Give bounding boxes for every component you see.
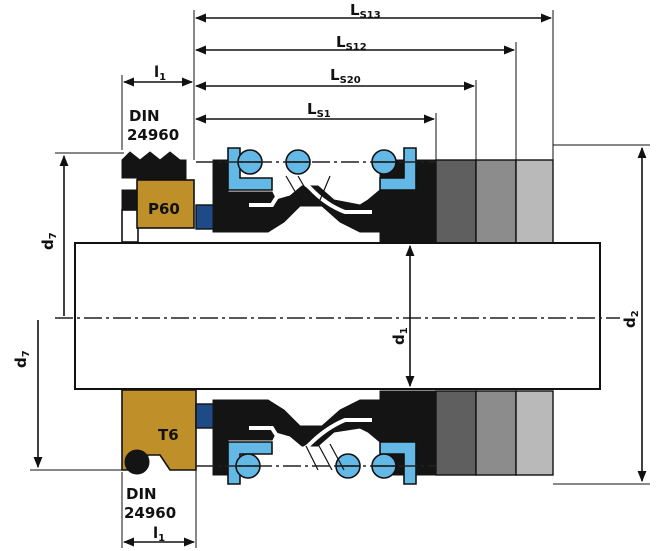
label-p60: P60 bbox=[148, 200, 180, 218]
p60-ring bbox=[136, 179, 195, 229]
label-d1: d1 bbox=[390, 327, 410, 345]
label-ls1: LS1 bbox=[307, 100, 331, 120]
label-din-top-line2: 24960 bbox=[127, 126, 179, 144]
label-din-top-line1: DIN bbox=[129, 107, 160, 125]
label-l1-top: l1 bbox=[154, 63, 166, 83]
label-ls20: LS20 bbox=[330, 66, 361, 86]
upper-seal-assembly: P60 bbox=[121, 147, 437, 245]
seat-rings bbox=[435, 159, 554, 476]
label-d7-bottom: d7 bbox=[12, 350, 32, 368]
label-ls12: LS12 bbox=[336, 33, 367, 53]
label-t6: T6 bbox=[158, 426, 179, 444]
lower-seal-assembly: T6 bbox=[121, 389, 437, 485]
label-l1-bottom: l1 bbox=[153, 524, 165, 544]
label-d2: d2 bbox=[621, 310, 641, 328]
label-din-bottom-line1: DIN bbox=[126, 485, 157, 503]
o-ring-bottom bbox=[124, 449, 150, 475]
diameter-dimensions: d7 d7 d1 d2 bbox=[12, 144, 650, 485]
length-dimensions: LS13 LS12 LS20 LS1 l1 bbox=[121, 1, 554, 160]
label-d7-top: d7 bbox=[39, 232, 59, 250]
label-ls13: LS13 bbox=[350, 1, 381, 21]
shaft bbox=[74, 242, 601, 390]
label-din-bottom-line2: 24960 bbox=[124, 504, 176, 522]
